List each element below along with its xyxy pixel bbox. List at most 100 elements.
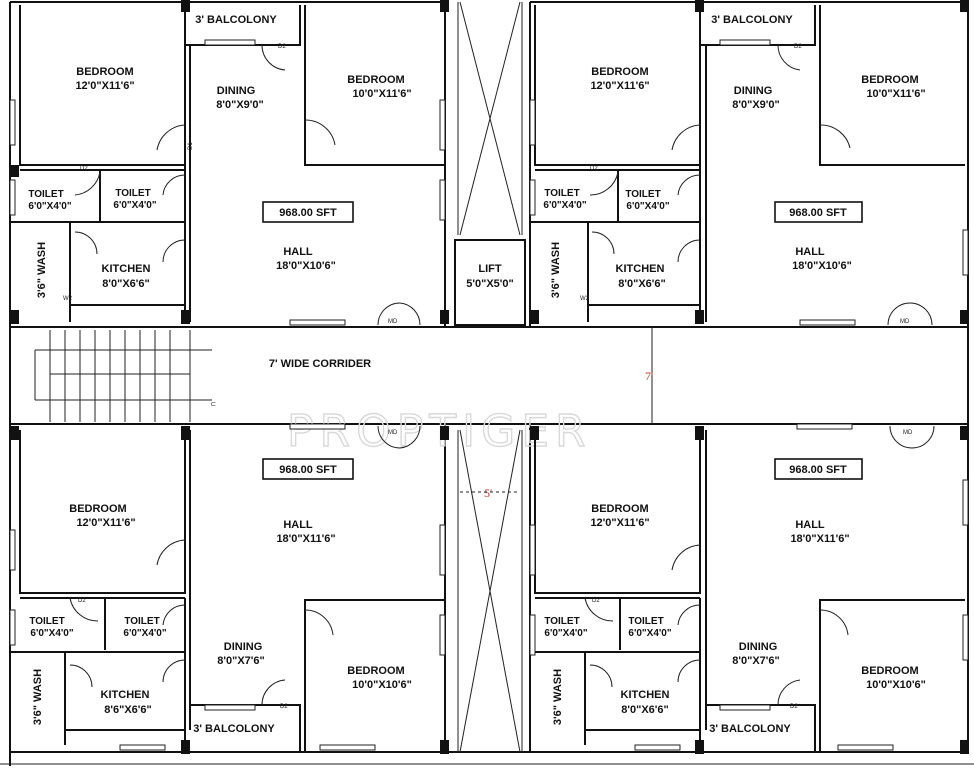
hall-label: HALL [283,519,313,531]
lift: LIFT 5'0"X5'0" [454,239,526,326]
hall-size: 18'0"X10'6" [276,260,336,272]
door-tag: MD [388,319,398,325]
bedroom-1-label: BEDROOM [76,66,133,78]
wash-label: 3'6" WASH [36,242,48,298]
dining-label: DINING [224,641,263,653]
toilet-2-size: 6'0"X4'0" [123,628,166,639]
door-tag: MD [900,319,910,325]
stair-up-tag: U [209,402,215,406]
lift-size: 5'0"X5'0" [466,278,513,290]
kitchen-label: KITCHEN [102,263,151,275]
window-tag: W2 [63,296,73,302]
shaft-width-dim: 5' [484,486,492,500]
dining-size: 8'0"X9'0" [732,99,779,111]
door-tag: D2 [794,44,802,50]
balcony-label: 3' BALCOLONY [195,14,277,26]
hall-size: 18'0"X11'6" [790,533,849,545]
door-tag: D2 [78,598,86,604]
kitchen-label: KITCHEN [621,689,670,701]
toilet-1-label: TOILET [544,616,579,627]
wash-label: 3'6" WASH [550,242,562,298]
bedroom-2-size: 10'0"X11'6" [866,88,925,100]
kitchen-label: KITCHEN [616,263,665,275]
toilet-2-size: 6'0"X4'0" [626,201,669,212]
toilet-1-size: 6'0"X4'0" [30,628,73,639]
toilet-2-size: 6'0"X4'0" [628,628,671,639]
area-badge: 968.00 SFT [279,207,337,219]
bedroom-2-label: BEDROOM [861,74,918,86]
hall-label: HALL [795,246,825,258]
area-badge: 968.00 SFT [789,464,847,476]
kitchen-size: 8'0"X6'6" [621,704,668,716]
toilet-2-label: TOILET [124,616,159,627]
dining-label: DINING [739,641,778,653]
bedroom-1-label: BEDROOM [591,503,648,515]
door-tag: MD [388,430,398,436]
door-tag: D2 [278,44,286,50]
flat-top-left: BEDROOM 12'0"X11'6" BEDROOM 10'0"X11'6" … [9,0,449,326]
door-tag: D2 [80,166,88,172]
bedroom-1-size: 12'0"X11'6" [75,80,134,92]
door-tag: MD [903,430,913,436]
balcony-label: 3' BALCOLONY [193,723,275,735]
door-tag: D2 [592,598,600,604]
kitchen-size: 8'6"X6'6" [104,704,151,716]
hall-size: 18'0"X11'6" [276,533,335,545]
bedroom-2-size: 10'0"X10'6" [866,679,926,691]
flat-top-right: BEDROOM 12'0"X11'6" BEDROOM 10'0"X11'6" … [529,0,969,326]
area-badge: 968.00 SFT [789,207,847,219]
door-tag: D2 [280,704,288,710]
kitchen-label: KITCHEN [101,689,150,701]
corridor-width-dim: 7' [645,369,653,383]
toilet-2-size: 6'0"X4'0" [113,200,156,211]
lift-label: LIFT [478,263,501,275]
bedroom-1-label: BEDROOM [69,503,126,515]
bedroom-2-label: BEDROOM [861,665,918,677]
dining-size: 8'0"X9'0" [216,99,263,111]
hall-label: HALL [283,246,313,258]
bedroom-1-size: 12'0"X11'6" [76,517,135,529]
dining-label: DINING [734,85,773,97]
toilet-2-label: TOILET [115,188,150,199]
kitchen-size: 8'0"X6'6" [102,278,149,290]
bedroom-2-size: 10'0"X10'6" [352,679,412,691]
toilet-1-label: TOILET [28,189,63,200]
open-shaft-top [457,1,523,236]
toilet-1-label: TOILET [29,616,64,627]
bedroom-2-size: 10'0"X11'6" [352,88,411,100]
hall-size: 18'0"X10'6" [792,260,852,272]
toilet-1-size: 6'0"X4'0" [28,201,71,212]
bedroom-2-label: BEDROOM [347,665,404,677]
toilet-1-size: 6'0"X4'0" [544,628,587,639]
dining-size: 8'0"X7'6" [217,655,264,667]
flat-bottom-left: BEDROOM 12'0"X11'6" BEDROOM 10'0"X10'6" … [9,426,449,754]
bedroom-1-label: BEDROOM [591,66,648,78]
door-tag: D2 [590,166,598,172]
bedroom-1-size: 12'0"X11'6" [590,80,649,92]
dining-size: 8'0"X7'6" [732,655,779,667]
hall-label: HALL [795,519,825,531]
toilet-2-label: TOILET [628,616,663,627]
watermark: PROPTIGER [287,406,592,457]
wash-label: 3'6" WASH [32,669,44,725]
door-tag: D1 [188,142,194,150]
toilet-2-label: TOILET [625,189,660,200]
bedroom-1-size: 12'0"X11'6" [590,517,649,529]
toilet-1-label: TOILET [544,188,579,199]
wash-label: 3'6" WASH [552,669,564,725]
balcony-label: 3' BALCOLONY [709,723,791,735]
corridor-label: 7' WIDE CORRIDER [269,358,371,370]
dining-label: DINING [217,85,256,97]
window-tag: W2 [580,296,590,302]
flat-bottom-right: BEDROOM 12'0"X11'6" BEDROOM 10'0"X10'6" … [529,426,969,754]
bedroom-2-label: BEDROOM [347,74,404,86]
kitchen-size: 8'0"X6'6" [618,278,665,290]
area-badge: 968.00 SFT [279,464,337,476]
open-shaft-bottom [457,429,523,753]
staircase [34,330,212,422]
toilet-1-size: 6'0"X4'0" [543,200,586,211]
balcony-label: 3' BALCOLONY [711,14,793,26]
door-tag: D2 [790,704,798,710]
